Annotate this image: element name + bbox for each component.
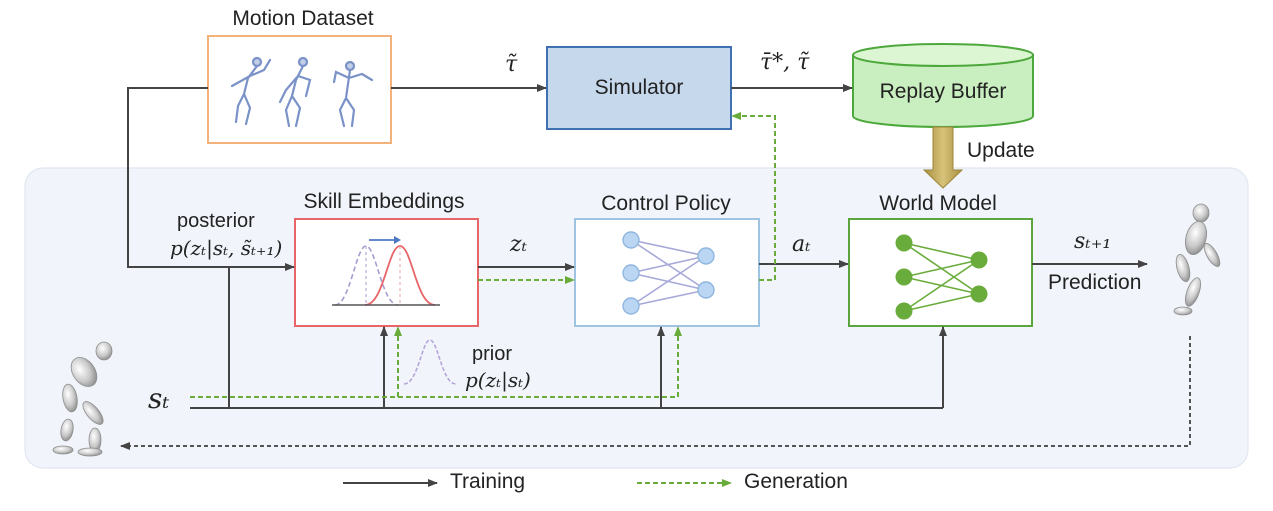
prior-formula: p(zₜ|sₜ) (465, 368, 531, 392)
skeleton-figure-2 (278, 56, 312, 128)
skeleton-figure-1 (230, 56, 272, 126)
posterior-formula: p(zₜ|sₜ, s̃ₜ₊₁) (170, 236, 283, 260)
replay-buffer-cylinder (852, 43, 1034, 128)
prior-curve (403, 339, 457, 385)
robot-figure-right (1173, 203, 1221, 316)
world-network (895, 234, 988, 320)
tau-tilde-symbol: τ̃ (505, 52, 518, 77)
skill-embeddings-title: Skill Embeddings (303, 190, 465, 213)
a-t-symbol: aₜ (792, 232, 811, 257)
world-model-title: World Model (879, 192, 997, 215)
posterior-label: posterior (177, 210, 255, 232)
robot-figure-left (52, 341, 113, 457)
tau-star-tau-symbol: τ̄*, τ̃ (760, 50, 810, 75)
prediction-label: Prediction (1048, 271, 1142, 294)
prior-label: prior (472, 343, 513, 365)
simulator-box (546, 46, 732, 130)
distribution-plot (332, 236, 440, 306)
simulator-label: Simulator (594, 76, 684, 99)
z-t-symbol: zₜ (510, 232, 528, 257)
s-t-symbol: sₜ (148, 382, 170, 415)
update-label: Update (967, 139, 1035, 162)
legend-training-label: Training (450, 470, 526, 493)
skeleton-figure-3 (332, 60, 374, 128)
s-t1-symbol: sₜ₊₁ (1074, 229, 1112, 254)
feedback-arrow (120, 336, 1191, 450)
control-policy-title: Control Policy (601, 192, 731, 215)
update-arrow (922, 126, 964, 189)
control-policy-box (574, 218, 760, 327)
policy-network (622, 231, 715, 315)
generation-arrows (190, 112, 776, 398)
motion-dataset-box (207, 35, 392, 144)
world-model-box (848, 218, 1033, 327)
legend-generation-label: Generation (744, 470, 848, 493)
replay-buffer-label: Replay Buffer (879, 80, 1007, 103)
motion-dataset-title: Motion Dataset (232, 7, 374, 30)
training-arrows (127, 84, 1148, 409)
